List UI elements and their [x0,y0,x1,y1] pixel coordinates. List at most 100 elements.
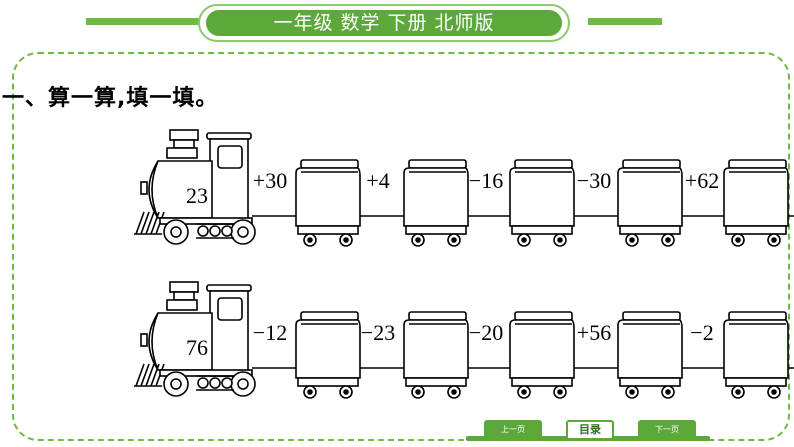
car-roof [300,159,359,169]
train-car [509,159,575,247]
title-pill: 一年级 数学 下册 北师版 [198,4,570,42]
header-rule-left [86,18,206,25]
train-car [403,159,469,247]
cab-roof [206,132,252,140]
car-wheel-hub [771,237,777,243]
car-wheel-hub [735,237,741,243]
car-wheel-hub [521,237,527,243]
start-number: 23 [186,183,208,208]
car-wheel-hub [665,389,671,395]
operation-label: +62 [685,168,719,193]
operation-label: +30 [253,168,287,193]
car-wheel-hub [343,237,349,243]
chimney-base [166,299,198,311]
car-wheel-hub [629,237,635,243]
car-wheel-hub [415,237,421,243]
small-wheel [221,377,233,389]
wheel-hub [170,378,182,390]
car-chassis [725,377,787,387]
next-page-button[interactable]: 下一页 [638,420,696,440]
car-roof [514,159,573,169]
car-wheel-hub [735,389,741,395]
small-wheel [209,225,221,237]
train-car [617,159,683,247]
page-nav: 上一页 目录 下一页 [466,420,710,442]
menu-button[interactable]: 目录 [566,420,614,440]
car-body [403,319,469,379]
small-wheel [221,225,233,237]
operation-label: −2 [690,320,713,345]
headlamp [140,333,148,347]
cab-window [217,145,243,169]
headlamp [140,181,148,195]
locomotive [134,281,256,397]
prev-page-button[interactable]: 上一页 [484,420,542,440]
car-body [617,319,683,379]
chimney [173,291,195,301]
car-roof [728,311,787,321]
operation-label: −16 [469,168,503,193]
car-wheel-hub [557,389,563,395]
car-roof [408,159,467,169]
cab-roof [206,284,252,292]
car-wheel-hub [451,237,457,243]
car-wheel-hub [307,237,313,243]
car-body [509,319,575,379]
chimney-base [166,147,198,159]
train-car [723,159,789,247]
chimney-cap [169,129,199,141]
header-rule-right [588,18,662,25]
car-body [403,167,469,227]
small-wheel [197,377,209,389]
boiler-front-line [151,312,159,371]
operation-label: +56 [577,320,611,345]
car-roof [728,159,787,169]
car-wheel-hub [665,237,671,243]
car-wheel-hub [521,389,527,395]
header-bar: 一年级 数学 下册 北师版 [0,0,794,52]
cowcatcher [134,363,165,387]
operation-label: −30 [577,168,611,193]
train-car [403,311,469,399]
car-chassis [297,377,359,387]
car-chassis [405,225,467,235]
wheel-hub [237,226,249,238]
car-chassis [511,377,573,387]
car-roof [622,159,681,169]
start-number: 76 [186,335,208,360]
car-roof [408,311,467,321]
car-body [723,167,789,227]
train-car [617,311,683,399]
operation-label: −20 [469,320,503,345]
car-body [295,167,361,227]
locomotive [134,129,256,245]
train-row-2: 76−12−23−20+56−2 [134,281,794,399]
small-wheel [197,225,209,237]
car-wheel-hub [415,389,421,395]
boiler-front-line [151,160,159,219]
instruction-text: 一、算一算,填一填。 [2,86,219,111]
car-chassis [619,377,681,387]
car-wheel-hub [343,389,349,395]
chimney [173,139,195,149]
car-wheel-hub [771,389,777,395]
car-body [295,319,361,379]
car-body [723,319,789,379]
car-chassis [725,225,787,235]
train-car [295,311,361,399]
car-chassis [511,225,573,235]
car-wheel-hub [629,389,635,395]
page-title: 一年级 数学 下册 北师版 [206,10,562,36]
wheel-hub [170,226,182,238]
cab-window [217,297,243,321]
content-frame [12,52,790,441]
train-car [295,159,361,247]
train-car [509,311,575,399]
car-roof [622,311,681,321]
chimney-cap [169,281,199,293]
train-row-1: 23+30+4−16−30+62 [134,129,794,247]
wheel-hub [237,378,249,390]
car-chassis [619,225,681,235]
car-body [617,167,683,227]
